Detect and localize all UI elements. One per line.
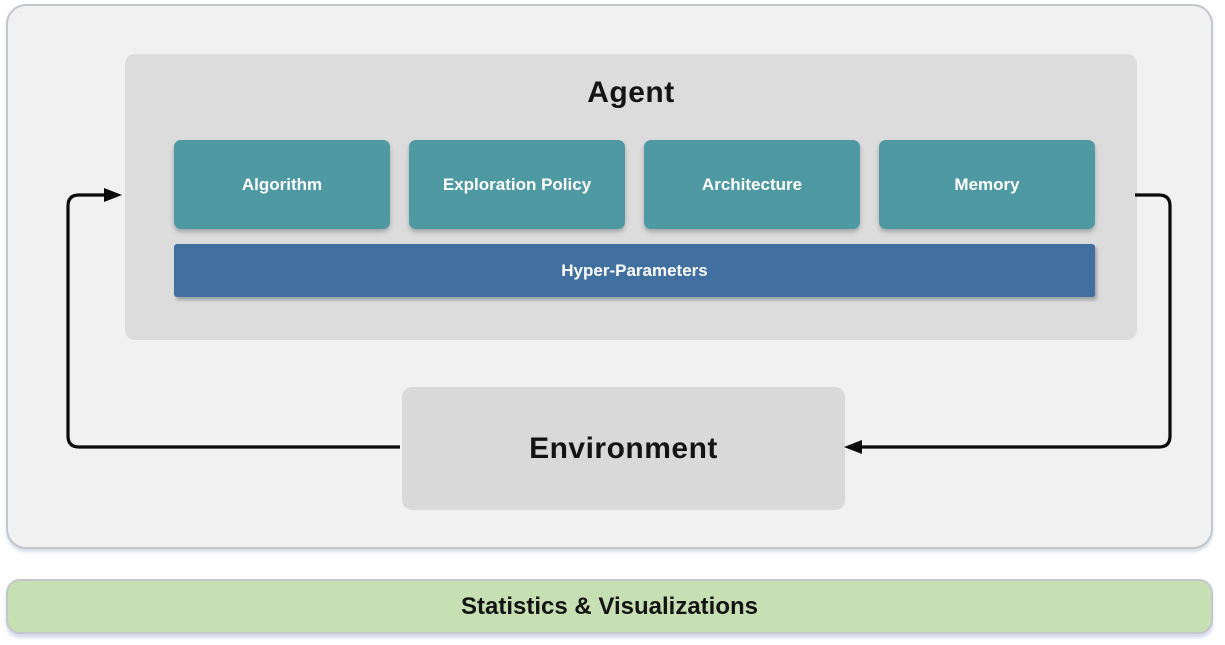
statistics-visualizations-label: Statistics & Visualizations bbox=[461, 592, 758, 620]
hyper-parameters-bar: Hyper-Parameters bbox=[174, 244, 1095, 297]
component-box-exploration-policy: Exploration Policy bbox=[409, 140, 625, 229]
statistics-visualizations-bar: Statistics & Visualizations bbox=[6, 579, 1213, 634]
component-box-memory: Memory bbox=[879, 140, 1095, 229]
component-box-architecture: Architecture bbox=[644, 140, 860, 229]
environment-label: Environment bbox=[529, 431, 718, 465]
rl-loop-panel: Agent Algorithm Exploration Policy Archi… bbox=[6, 4, 1213, 549]
component-box-algorithm: Algorithm bbox=[174, 140, 390, 229]
environment-box: Environment bbox=[402, 387, 845, 510]
agent-title: Agent bbox=[587, 76, 675, 109]
agent-panel: Agent Algorithm Exploration Policy Archi… bbox=[125, 54, 1137, 340]
